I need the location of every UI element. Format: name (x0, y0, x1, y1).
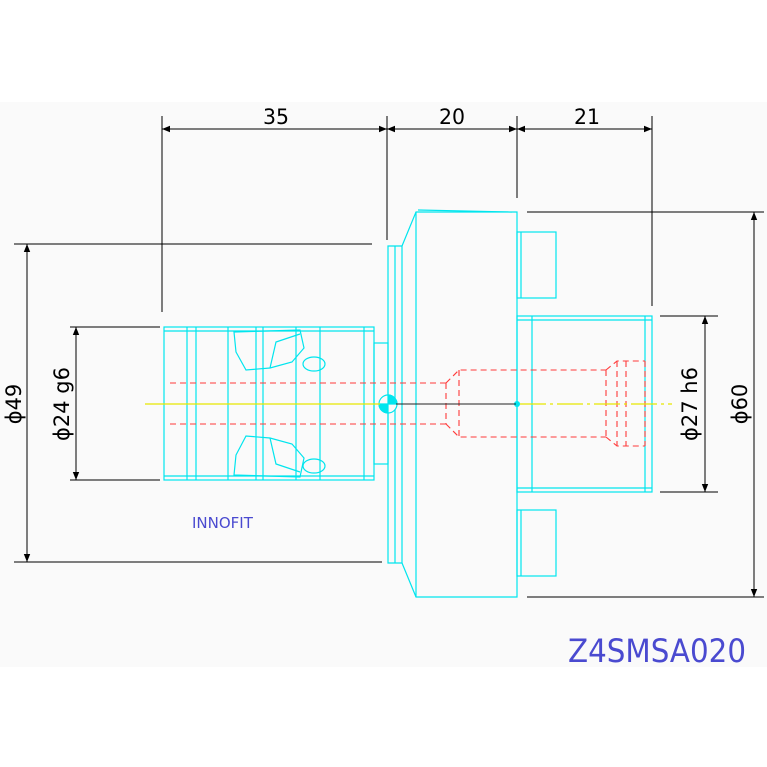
screw-bottom (302, 458, 326, 474)
dim-text-21: 21 (574, 105, 600, 129)
screw-top (302, 356, 326, 372)
dimension-lines (14, 116, 764, 598)
clamp-pocket-top (233, 329, 305, 371)
dim-text-phi49: ϕ49 (2, 384, 26, 425)
dim-text-phi24: ϕ24 g6 (50, 367, 74, 441)
hidden-lines (170, 360, 646, 447)
dim-text-35: 35 (263, 105, 289, 129)
clamp-pocket-bottom (233, 435, 305, 478)
dim-text-20: 20 (439, 105, 465, 129)
drawing-sheet (0, 102, 767, 667)
drive-key-bottom (516, 509, 557, 577)
dim-text-phi60: ϕ60 (728, 384, 752, 425)
dim-text-phi27: ϕ27 h6 (678, 367, 702, 441)
drive-key-top (516, 231, 557, 299)
part-number-label: Z4SMSA020 (568, 632, 746, 670)
part-outline (163, 209, 653, 598)
brand-label: INNOFIT (192, 514, 254, 532)
